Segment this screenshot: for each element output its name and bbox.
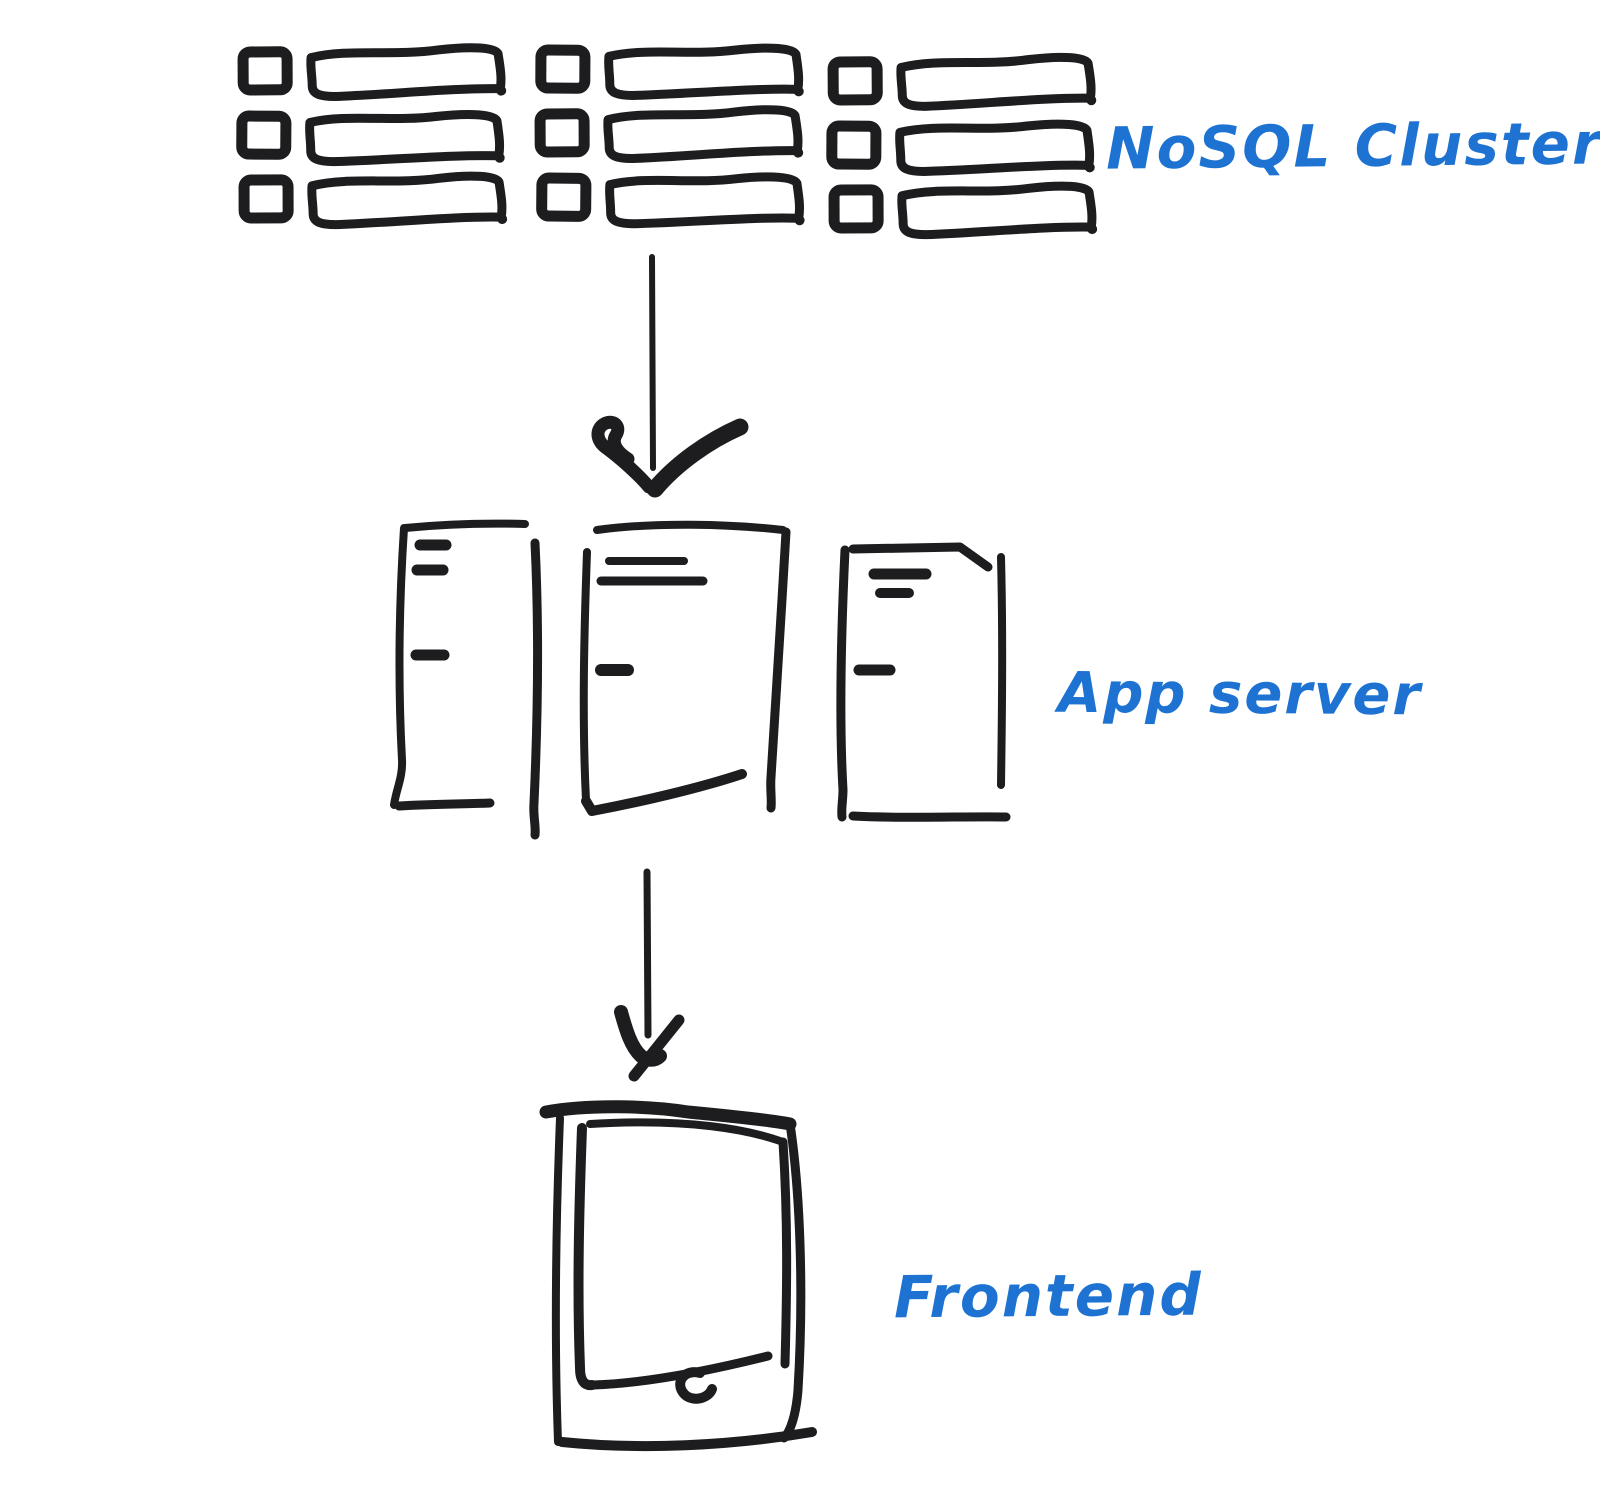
rack-row [243, 48, 506, 97]
tablet-right-edge [779, 1119, 806, 1443]
arrow-head-right [646, 418, 749, 498]
rack-row [244, 176, 507, 225]
arrow-head-left [614, 1005, 667, 1067]
app-server-panel-right [836, 542, 1011, 822]
frontend-tablet-drawing [539, 1100, 817, 1452]
app-server-panel-left [390, 519, 543, 840]
tablet-bottom-edge [557, 1427, 817, 1452]
rack-row [832, 123, 1095, 172]
arrow-appserver-to-frontend [614, 868, 685, 1082]
rack-row [242, 113, 505, 163]
frontend-label: Frontend [893, 1260, 1204, 1332]
app-server-panel-middle [579, 520, 791, 816]
app-server-label: App server [1057, 660, 1423, 729]
rack-row [833, 57, 1096, 107]
screen-right-edge [778, 1137, 792, 1369]
tablet-left-edge [551, 1114, 564, 1446]
nosql-cluster-label: NoSQL Cluster [1105, 109, 1600, 183]
rack-row [541, 47, 804, 96]
screen-left-edge [573, 1123, 597, 1391]
nosql-cluster-drawing [242, 47, 1098, 235]
arrow-head-left [591, 415, 656, 494]
screen-top-edge [586, 1118, 787, 1146]
arrow-shaft [643, 868, 652, 1039]
app-server-drawing [390, 519, 1011, 840]
arrow-cluster-to-appserver [591, 254, 749, 498]
rack-row [540, 110, 803, 159]
tablet-top-stroke [539, 1100, 797, 1131]
rack-row [542, 175, 805, 225]
arrow-head-right [628, 1014, 685, 1082]
rack-row [834, 186, 1097, 235]
arrow-shaft [649, 254, 656, 471]
home-button [675, 1367, 717, 1404]
